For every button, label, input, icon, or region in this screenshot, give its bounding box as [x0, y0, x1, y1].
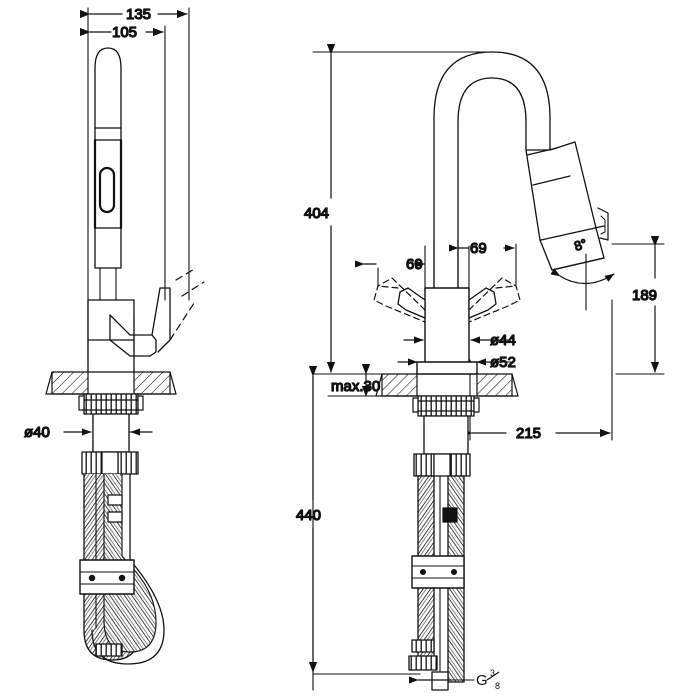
side-view-extension-lines: [87, 7, 190, 361]
dimension-overall-reach-label: 135: [126, 6, 151, 23]
dimension-body-diameter-label: ø44: [490, 332, 516, 349]
front-lever-handle: [397, 287, 497, 319]
side-lever-handle: [109, 287, 171, 357]
dimension-lever-left-span: [355, 245, 426, 293]
side-body-housing: [87, 299, 135, 373]
side-shank: [92, 413, 130, 453]
front-body-column: [424, 239, 470, 371]
dimension-spout-reach-label: 105: [112, 24, 137, 41]
front-hose-weight-clamp: [411, 555, 465, 589]
front-countertop-section: [375, 373, 519, 397]
dimension-lever-right-span: [449, 243, 517, 293]
thread-prefix-label: G: [476, 672, 488, 689]
front-hose-clip: [442, 507, 458, 523]
side-mounting-nut: [78, 393, 144, 415]
front-hose-end-fitting: [408, 639, 449, 691]
side-hose-weight-clamp: [79, 559, 135, 595]
thread-denominator-label: 8: [495, 681, 500, 691]
side-spout-column: [93, 47, 123, 301]
dimension-spray-head-height-label: 189: [632, 287, 657, 304]
dimension-spout-projection-label: 215: [516, 425, 541, 442]
dimension-hose-length-label: 440: [296, 507, 321, 524]
front-view: 404 440 8°: [295, 43, 665, 691]
angle-spray-label: 8°: [572, 236, 588, 254]
dimension-max-counter-thickness: [327, 363, 383, 397]
side-lever-swing-indicator: [169, 267, 205, 341]
side-view: 135 105: [23, 5, 205, 665]
angle-spray-indicator: [550, 253, 615, 311]
front-base-collar: [416, 361, 478, 375]
dimension-overall-height-label: 404: [304, 205, 329, 222]
front-hose-connector: [413, 453, 471, 477]
front-lever-swing-range: [373, 277, 521, 323]
side-hose-end-fitting: [95, 643, 123, 657]
thread-callout: G 3 8: [476, 668, 500, 691]
side-hose-clip: [107, 494, 123, 523]
front-mounting-nut: [412, 395, 480, 417]
front-shank: [423, 415, 469, 455]
dimension-lever-right-span-label: 69: [470, 240, 487, 257]
thread-numerator-label: 3: [490, 668, 495, 678]
side-hose-connector: [81, 451, 139, 475]
dimension-base-diameter-label: ø40: [24, 424, 50, 441]
front-spray-head: [525, 141, 609, 271]
side-countertop-section: [45, 371, 177, 395]
dimension-base-collar-diameter-label: ø52: [490, 354, 516, 371]
dimension-spray-head-height: [611, 235, 665, 375]
dimension-lever-left-span-label: 69: [406, 256, 423, 273]
dimension-max-counter-thickness-label: max.30: [331, 378, 380, 395]
